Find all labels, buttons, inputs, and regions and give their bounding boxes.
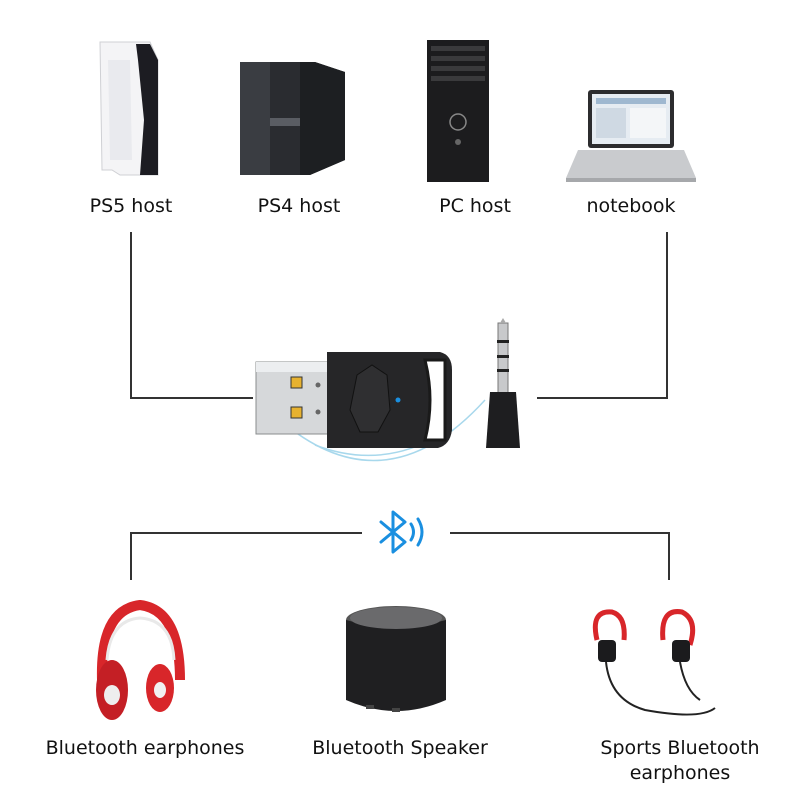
line-bluetooth-to-earphones — [130, 532, 362, 580]
host-label-notebook: notebook — [586, 195, 676, 217]
line-notebook-to-plug — [537, 232, 668, 399]
line-ps5-to-adapter — [130, 232, 253, 399]
led-indicator — [395, 397, 401, 403]
host-label-pc: PC host — [439, 195, 511, 217]
device-label-sport-line2: earphones — [629, 762, 731, 784]
device-label-earphones: Bluetooth earphones — [45, 737, 245, 759]
device-label-speaker: Bluetooth Speaker — [312, 737, 488, 759]
host-label-ps4: PS4 host — [257, 195, 341, 217]
signal-arc-outer — [279, 399, 486, 462]
device-label-sport-line1: Sports Bluetooth — [600, 737, 760, 759]
line-bluetooth-to-sport-earphones — [450, 532, 670, 580]
host-label-ps5: PS5 host — [89, 195, 173, 217]
